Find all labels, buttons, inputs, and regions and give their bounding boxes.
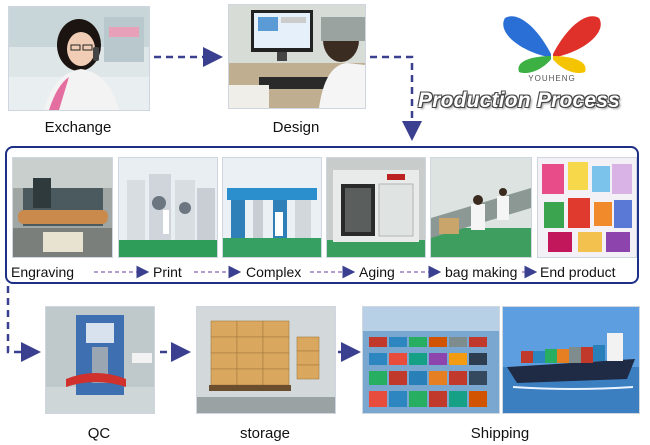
photo-design	[228, 4, 366, 109]
brand-logo	[497, 6, 607, 76]
process-label-bag-making: bag making	[445, 264, 518, 280]
brand-name: YOUHENG	[528, 74, 576, 83]
photo-qc	[45, 306, 155, 414]
photo-storage	[196, 306, 336, 414]
photo-print	[118, 157, 218, 258]
process-label-complex: Complex	[246, 264, 302, 280]
step-label-shipping: Shipping	[470, 425, 530, 442]
process-frame	[5, 146, 639, 284]
photo-exchange	[8, 6, 150, 111]
step-label-qc: QC	[87, 425, 111, 442]
photo-complex	[222, 157, 322, 258]
photo-engraving	[12, 157, 113, 258]
photo-end-product	[537, 157, 637, 258]
page-title: Production Process	[418, 89, 620, 112]
arrow-process-qc	[6, 286, 41, 362]
photo-shipping-ship	[502, 306, 640, 414]
process-label-end-product: End product	[540, 264, 616, 280]
process-label-aging: Aging	[359, 264, 395, 280]
photo-aging	[326, 157, 426, 258]
step-label-storage: storage	[239, 425, 291, 442]
arrow-design-process	[370, 55, 422, 141]
photo-shipping-port	[362, 306, 500, 414]
process-label-print: Print	[153, 264, 182, 280]
step-label-exchange: Exchange	[44, 119, 112, 136]
process-label-engraving: Engraving	[11, 264, 75, 280]
step-label-design: Design	[272, 119, 320, 136]
photo-bag-making	[430, 157, 532, 258]
